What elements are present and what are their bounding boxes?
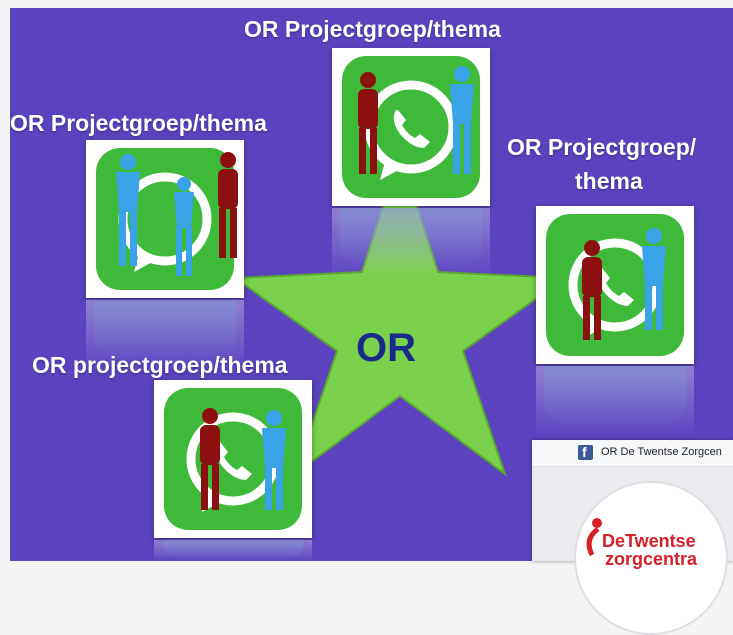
whatsapp-group-icon	[342, 56, 480, 198]
person-blue-icon	[262, 410, 286, 510]
tile-reflection	[536, 366, 694, 436]
person-red-icon	[582, 240, 602, 340]
logo-text-line1: DeTwentse	[602, 531, 696, 551]
person-blue-icon	[116, 154, 140, 266]
facebook-cover-area: DeTwentse zorgcentra	[532, 467, 733, 635]
star-shape	[232, 150, 568, 477]
group-label-top: OR Projectgroep/thema	[244, 16, 501, 42]
person-blue-icon	[450, 66, 474, 174]
whatsapp-group-icon	[164, 388, 302, 530]
whatsapp-group-tile-top[interactable]	[332, 48, 490, 206]
person-blue-icon	[642, 228, 666, 330]
facebook-header-bar[interactable]: f OR De Twentse Zorgcen	[532, 440, 733, 467]
facebook-page-widget[interactable]: f OR De Twentse Zorgcen DeTwentse zorgce…	[532, 440, 733, 635]
whatsapp-group-icon	[96, 148, 238, 290]
tile-reflection	[332, 208, 490, 278]
facebook-page-name[interactable]: OR De Twentse Zorgcen	[601, 446, 722, 458]
person-red-icon	[358, 72, 378, 174]
facebook-icon: f	[578, 444, 593, 460]
center-or-label: OR	[356, 326, 416, 370]
slide-canvas: OR Projectgroep/thema OR Projectgroep/th…	[10, 8, 733, 561]
group-label-left: OR Projectgroep/thema	[10, 110, 267, 136]
group-label-right-line2: thema	[575, 168, 643, 194]
tile-reflection	[154, 540, 312, 561]
logo-text-line2: zorgcentra	[605, 549, 698, 569]
whatsapp-group-icon	[546, 214, 684, 356]
person-red-icon	[200, 408, 220, 510]
person-red-icon	[218, 152, 238, 258]
group-label-right-line1: OR Projectgroep/	[507, 134, 697, 160]
tile-reflection	[86, 300, 244, 370]
whatsapp-group-tile-bottom[interactable]	[154, 380, 312, 538]
group-label-bottom: OR projectgroep/thema	[32, 352, 288, 378]
logo-mark-icon	[586, 518, 602, 557]
person-blue-icon	[174, 177, 194, 276]
whatsapp-group-tile-right[interactable]	[536, 206, 694, 364]
whatsapp-group-tile-left[interactable]	[86, 140, 244, 298]
